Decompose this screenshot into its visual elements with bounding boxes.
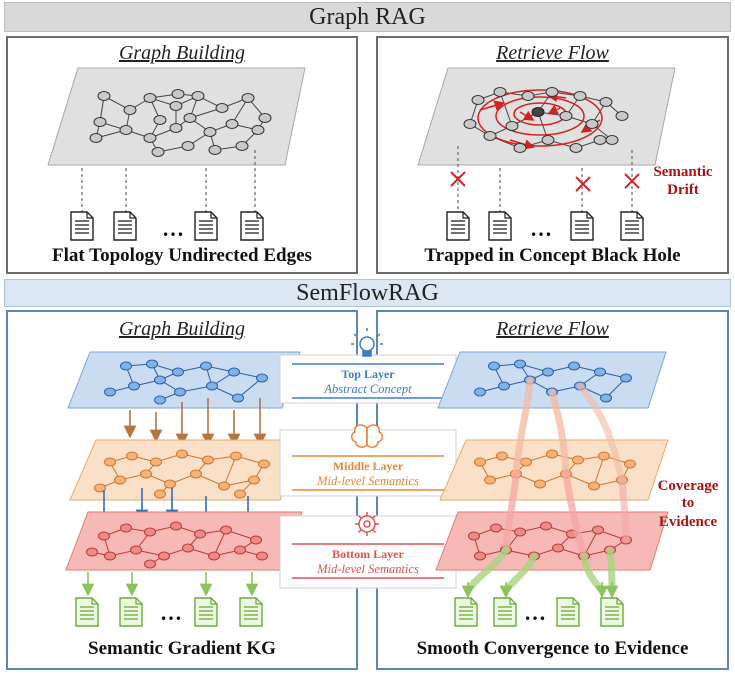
graph-rag-building-panel: Graph Building Flat Topology Undirected … [6, 36, 358, 274]
coverage-note: Evidence [659, 514, 718, 530]
panel-title: Graph Building [118, 42, 246, 64]
flat-graph-nodes [89, 89, 272, 157]
top-to-middle-arrows [123, 398, 267, 447]
drift-graph-nodes [463, 87, 629, 153]
ellipsis: … [162, 216, 184, 241]
bottom-layer-plane [435, 511, 669, 571]
layer-desc: Abstract Concept [323, 382, 412, 396]
bottom-layer-plane [65, 511, 303, 571]
bottom-to-doc-arrows [461, 582, 619, 599]
layer-name: Middle Layer [333, 459, 404, 473]
bottom-to-doc-arrows [81, 572, 259, 597]
layer-name: Bottom Layer [332, 547, 404, 561]
coverage-note: Coverage [658, 478, 719, 494]
panel-caption: Smooth Convergence to Evidence [416, 638, 689, 659]
flat-graph-links [81, 150, 256, 212]
panel-title: Retrieve Flow [496, 42, 609, 64]
close-icon [450, 171, 640, 192]
layer-desc: Mid-level Semantics [316, 562, 419, 576]
brain-icon [351, 424, 383, 448]
layer-name: Top Layer [341, 367, 395, 381]
ellipsis: … [524, 600, 546, 625]
panel-title: Retrieve Flow [496, 318, 609, 340]
top-layer-nodes [104, 359, 268, 405]
ellipsis: … [160, 600, 182, 625]
panel-caption: Semantic Gradient KG [88, 638, 276, 659]
gear-icon [355, 512, 379, 536]
drift-note: Semantic [653, 164, 713, 180]
drift-note: Drift [667, 182, 699, 198]
black-hole-node [531, 107, 545, 117]
coverage-note: to [682, 495, 695, 511]
panel-caption: Flat Topology Undirected Edges [52, 245, 312, 266]
middle-layer-plane [439, 439, 669, 501]
layer-desc: Mid-level Semantics [316, 474, 419, 488]
panel-title: Graph Building [118, 318, 246, 340]
graph-rag-header: Graph RAG [4, 2, 731, 32]
bottom-layer-nodes [86, 521, 268, 569]
semflowrag-header: SemFlowRAG [4, 279, 731, 307]
semflowrag-retrieve-panel: Retrieve Flow Smooth Convergence to Evid… [376, 310, 729, 670]
lightbulb-icon [351, 328, 383, 357]
graph-rag-retrieve-panel: Retrieve Flow Trapped in Concept Black H… [376, 36, 729, 274]
panel-caption: Trapped in Concept Black Hole [424, 245, 681, 266]
middle-layer-nodes [94, 449, 270, 499]
drift-graph-plane [417, 67, 676, 166]
ellipsis: … [530, 216, 552, 241]
